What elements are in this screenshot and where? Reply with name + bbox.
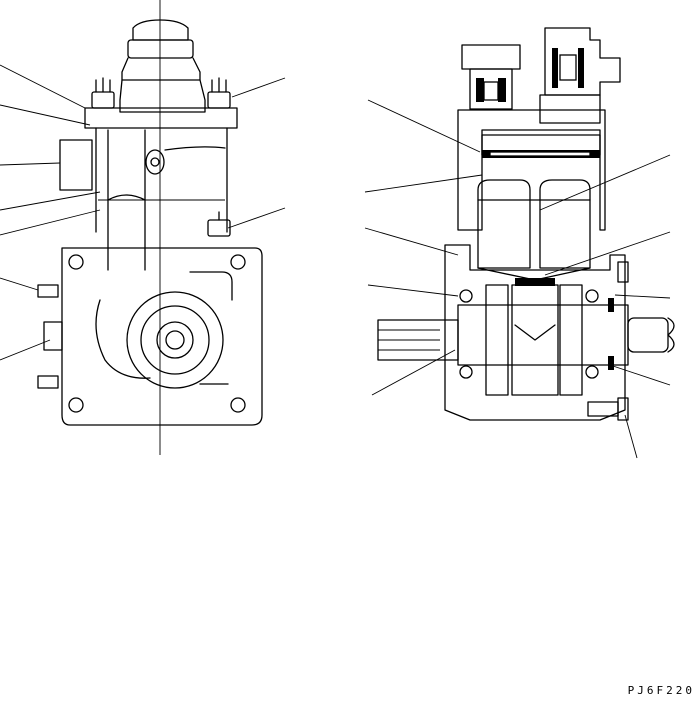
drawing-code: PJ6F220 <box>627 684 695 697</box>
bearing-right <box>585 289 614 379</box>
delivery-valve-left <box>461 44 521 110</box>
leader-lines-right <box>364 99 671 459</box>
bearing-left <box>459 289 473 379</box>
stud-right <box>207 77 231 109</box>
right-view-pump-section <box>364 27 675 459</box>
delivery-valve-right <box>539 27 621 124</box>
left-view-pump-exterior <box>0 0 286 455</box>
leader-lines-left <box>0 64 286 361</box>
side-bolt <box>207 211 231 237</box>
stud-left <box>91 77 115 109</box>
